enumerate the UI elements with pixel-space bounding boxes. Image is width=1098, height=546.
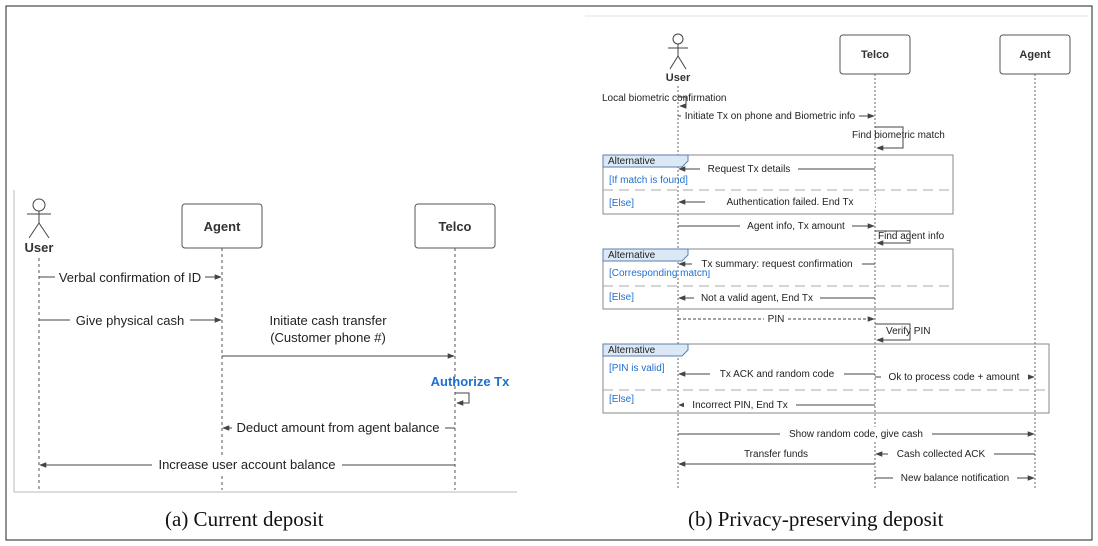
panel-b-msg3-label: Find biometric match <box>852 130 945 141</box>
panel-b-fragment-2-cond1: [Corresponding match] <box>609 268 710 279</box>
panel-a-msg6-label: Increase user account balance <box>158 457 335 472</box>
panel-a-msg5-label: Deduct amount from agent balance <box>236 420 439 435</box>
panel-a-user-actor-icon <box>27 198 51 239</box>
panel-b-msg7-self-arrow <box>875 230 911 246</box>
panel-b-msg1-label: Local biometric confirmation <box>602 93 727 104</box>
figure-frame <box>5 5 1093 541</box>
panel-b-msg5-label: Authentication failed. End Tx <box>726 197 853 208</box>
panel-b-msg9-label: Not a valid agent, End Tx <box>701 293 813 304</box>
panel-a-msg4-label: Authorize Tx <box>431 374 510 389</box>
panel-a-msg3-label-line1: Initiate cash transfer <box>269 313 387 328</box>
panel-b-msg2-label: Initiate Tx on phone and Biometric info <box>685 111 856 122</box>
panel-b-fragment-2-cond2: [Else] <box>609 292 634 303</box>
panel-b-fragment-3-title: Alternative <box>608 345 656 356</box>
panel-b-msg7-label: Find agent info <box>878 231 945 242</box>
panel-a-msg3-label-line2: (Customer phone #) <box>270 330 386 345</box>
panel-b-msg16-label: Transfer funds <box>744 449 808 460</box>
panel-b-msg8-label: Tx summary: request confirmation <box>701 259 852 270</box>
panel-a-msg2-label: Give physical cash <box>76 313 184 328</box>
panel-b-fragment-2-title: Alternative <box>608 250 656 261</box>
panel-b-msg10-label: PIN <box>768 314 785 325</box>
panel-b-msg1-self-arrow <box>678 96 687 109</box>
panel-b-msg15-label: Show random code, give cash <box>789 429 923 440</box>
panel-a-diagram: User Agent Telco Verbal confirmation of … <box>13 190 517 493</box>
panel-b-diagram: User Telco Agent Alternative [If match i… <box>585 15 1088 490</box>
panel-b-msg3-self-arrow <box>875 126 904 151</box>
panel-b-msg11-self-arrow <box>875 323 911 343</box>
panel-b-msg11-label: Verify PIN <box>886 326 930 337</box>
panel-b-fragment-3: Alternative [PIN is valid] [Else] <box>602 343 1050 414</box>
panel-b-user-label: User <box>666 72 691 84</box>
panel-b-fragment-3-cond2: [Else] <box>609 394 634 405</box>
panel-a-msg1-label: Verbal confirmation of ID <box>59 270 201 285</box>
panel-b-msg18-label: New balance notification <box>901 473 1009 484</box>
panel-b-msg4-label: Request Tx details <box>708 164 791 175</box>
panel-b-fragment-1: Alternative [If match is found] [Else] <box>602 154 954 215</box>
panel-b-msg13-label: Ok to process code + amount <box>889 372 1020 383</box>
panel-a-telco-label: Telco <box>439 219 472 234</box>
panel-b-fragment-1-title: Alternative <box>608 156 656 167</box>
panel-b-telco-label: Telco <box>861 49 889 61</box>
panel-a-agent-label: Agent <box>204 219 242 234</box>
panel-b-fragment-1-cond1: [If match is found] <box>609 175 688 186</box>
panel-b-user-actor-icon <box>668 33 688 70</box>
panel-b-fragment-1-cond2: [Else] <box>609 198 634 209</box>
panel-b-fragment-2: Alternative [Corresponding match] [Else] <box>602 248 954 310</box>
panel-b-msg6-label: Agent info, Tx amount <box>747 221 845 232</box>
panel-a-caption: (a) Current deposit <box>165 507 324 531</box>
panel-b-msg17-label: Cash collected ACK <box>897 449 986 460</box>
panel-b-caption: (b) Privacy-preserving deposit <box>688 507 944 531</box>
panel-b-msg12-label: Tx ACK and random code <box>720 369 835 380</box>
panel-a-msg4-self-arrow <box>455 392 470 406</box>
panel-b-fragment-3-cond1: [PIN is valid] <box>609 363 665 374</box>
panel-a-user-label: User <box>25 240 54 255</box>
panel-b-msg14-label: Incorrect PIN, End Tx <box>692 400 787 411</box>
panel-b-agent-label: Agent <box>1019 49 1051 61</box>
